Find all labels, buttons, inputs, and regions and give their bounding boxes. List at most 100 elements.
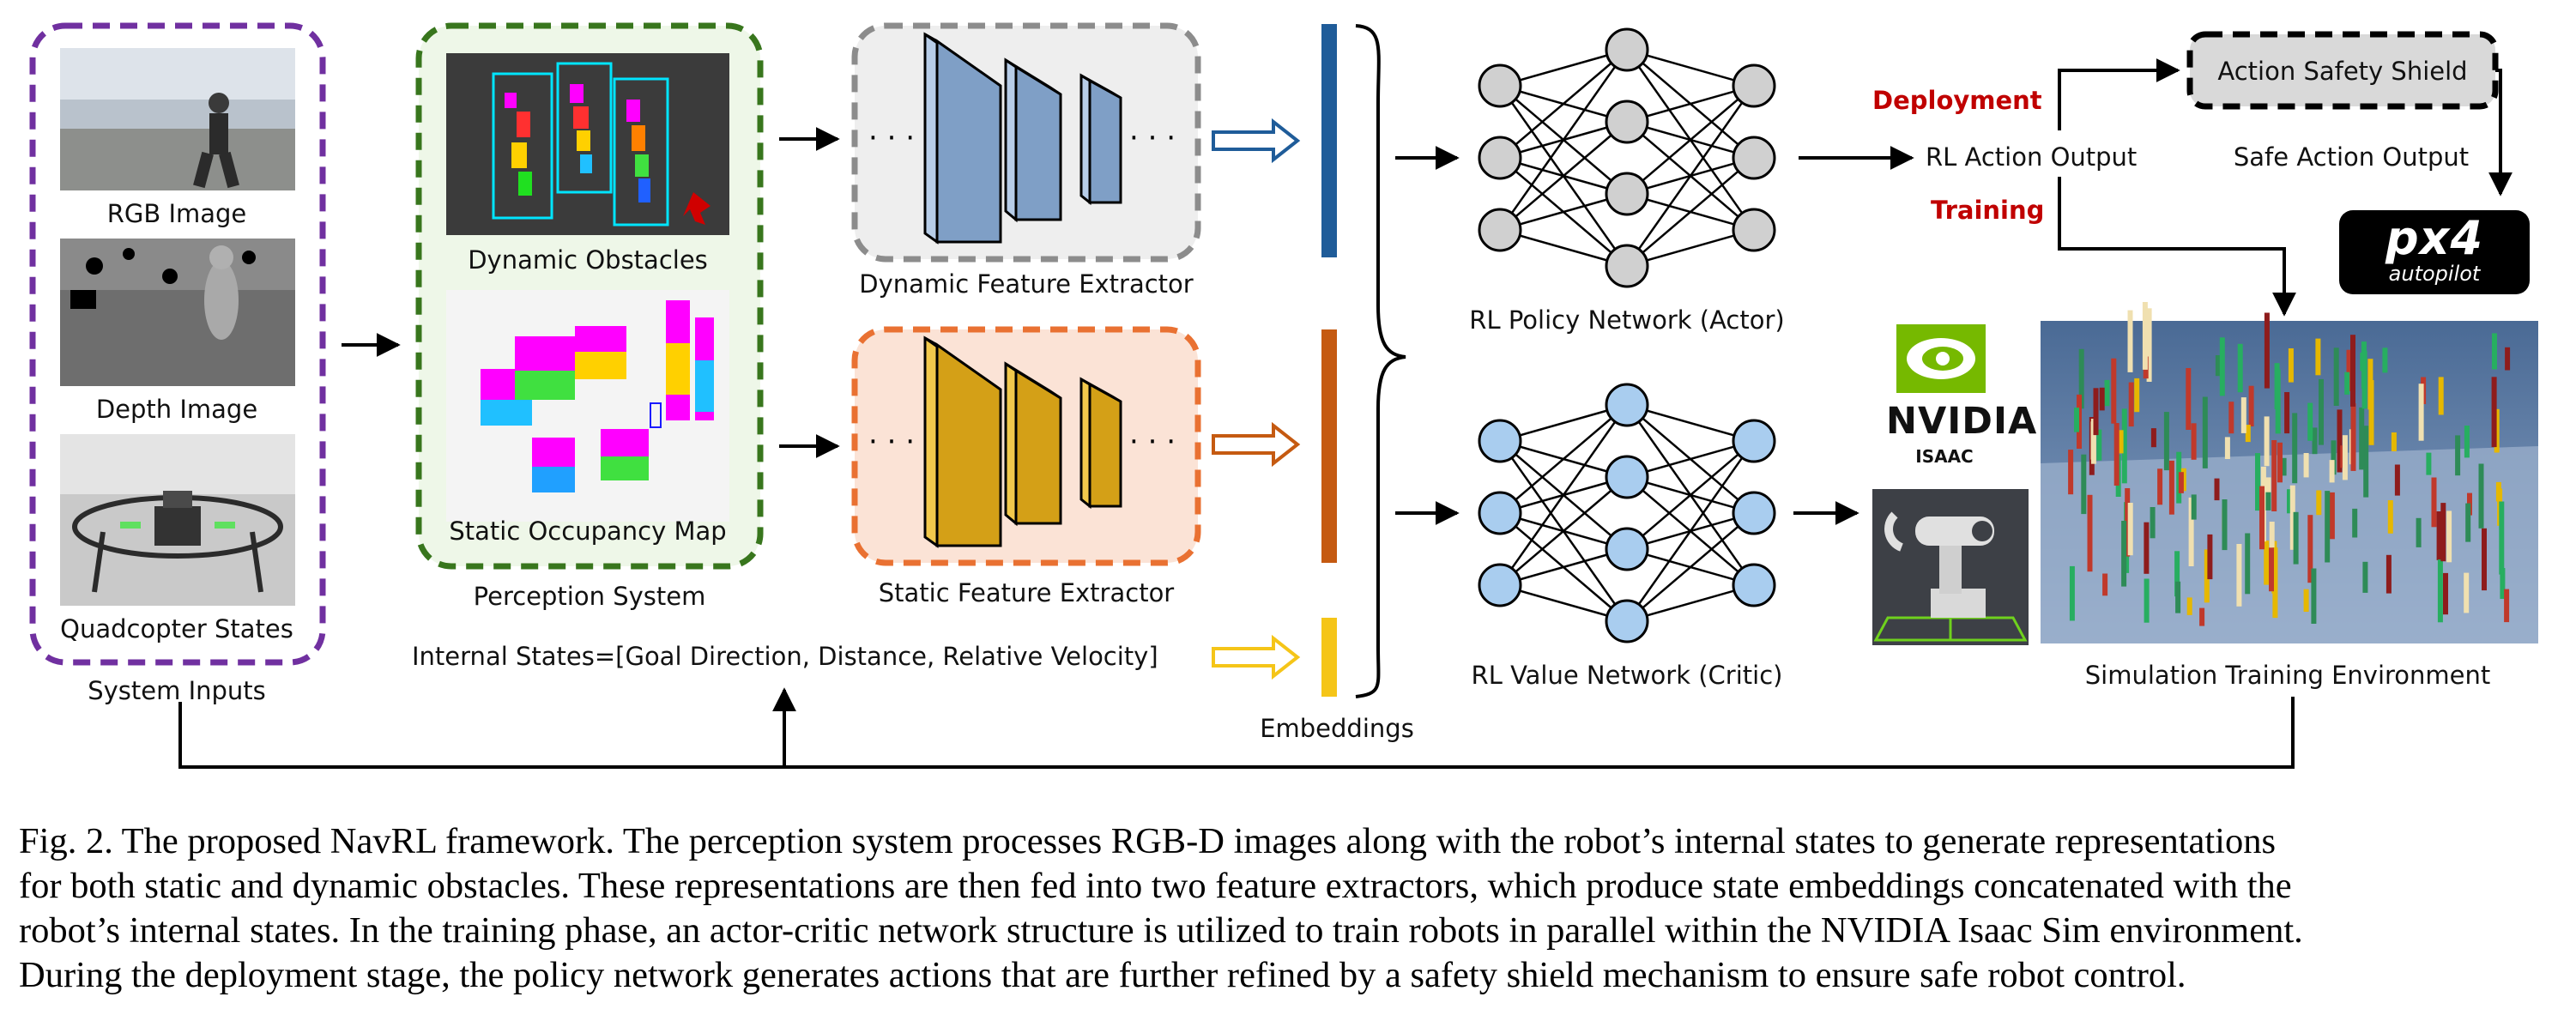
sim-obstacle-pillar [2142,302,2148,370]
nvidia-logo [1896,324,1986,393]
sim-obstacle-pillar [2168,460,2174,515]
sim-obstacle-pillar [2236,544,2242,607]
quadcopter-image [60,434,295,606]
sim-obstacle-pillar [2344,372,2350,395]
internal-states-label: Internal States=[Goal Direction, Distanc… [412,642,1158,671]
sim-obstacle-pillar [2368,380,2374,445]
sim-obstacle-pillar [2188,497,2194,566]
sim-obstacle-pillar [2102,573,2108,596]
actor-edge [1499,228,1628,268]
sim-obstacle-pillar [2331,440,2337,475]
sim-obstacle-pillar [2329,492,2335,540]
sim-obstacle-pillar [2191,423,2197,460]
system-inputs-box [29,22,326,666]
dynamic-feature-extractor-label: Dynamic Feature Extractor [859,269,1194,299]
sim-obstacle-pillar [2202,396,2208,468]
deployment-path [2058,58,2180,130]
system-inputs-label: System Inputs [88,676,266,705]
rgb-image [60,48,295,190]
critic-edge [1625,440,1756,622]
sim-obstacle-pillar [2303,453,2309,478]
sim-obstacle-pillar [2245,533,2251,595]
sim-obstacle-pillar [2382,347,2388,373]
sim-obstacle-pillar [2228,402,2234,434]
sim-obstacle-pillar [2288,348,2294,383]
critic-edge [1499,476,1628,586]
actor-edge [1499,192,1628,232]
sim-obstacle-pillar [2504,589,2510,623]
actor-edge [1626,157,1755,267]
sim-obstacle-pillar [2099,387,2105,411]
critic-node [1478,419,1522,463]
px4-logo-text: px4 [2385,211,2484,265]
critic-edge [1626,403,1755,443]
actor-node [1605,100,1649,144]
sim-obstacle-pillar [2224,437,2230,459]
sim-obstacle-pillar [2494,408,2500,453]
critic-node [1605,599,1649,643]
embeddings-brace [1355,24,1406,698]
critic-node [1732,419,1776,463]
sim-obstacle-pillar [2350,335,2355,407]
sim-obstacle-pillar [2248,385,2254,426]
training-label: Training [1931,196,2045,225]
sim-obstacle-pillar [2186,597,2192,615]
sim-obstacle-pillar [2264,312,2270,389]
dynamic-cnn-layers [923,32,1122,245]
sim-obstacle-pillar [2482,528,2487,591]
sim-obstacle-pillar [2491,377,2497,448]
sim-obstacle-pillar [2316,490,2322,516]
sim-obstacle-pillar [2219,337,2225,396]
sim-obstacle-pillar [2387,500,2393,534]
actor-edge [1626,228,1755,268]
sim-obstacle-pillar [2128,382,2134,427]
sim-obstacle-pillar [2436,511,2442,560]
critic-edge [1626,512,1755,622]
simulation-environment-label: Simulation Training Environment [2084,661,2491,690]
sim-obstacle-pillar [2240,397,2246,433]
embedding-bar-static [1321,329,1337,563]
quadcopter-states-label: Quadcopter States [60,614,293,643]
hollow-arrow-internal [1212,634,1301,680]
actor-edge [1626,48,1755,88]
sim-obstacle-pillar [2446,510,2452,563]
sim-obstacle-pillar [2465,503,2471,542]
critic-edge [1499,404,1628,514]
perception-system-label: Perception System [473,582,706,611]
sim-obstacle-pillar [2134,378,2140,413]
sim-obstacle-pillar [2264,541,2270,585]
sim-obstacle-pillar [2144,578,2150,623]
sim-obstacle-pillar [2174,551,2180,597]
actor-node [1732,136,1776,180]
actor-edge [1626,84,1755,124]
actor-node [1478,208,1522,252]
actor-network [1478,27,1776,288]
sim-obstacle-pillar [2292,413,2298,484]
sim-obstacle-pillar [2237,343,2243,393]
static-cnn-layers [923,335,1122,548]
sim-obstacle-pillar [2440,503,2446,562]
critic-network [1478,383,1776,643]
sim-obstacle-pillar [2245,425,2251,443]
safe-action-output-label: Safe Action Output [2233,142,2470,172]
sim-obstacle-pillar [2087,494,2093,572]
sim-obstacle-pillar [2329,460,2335,483]
sim-obstacle-pillar [2146,308,2152,382]
sim-obstacle-pillar [2157,468,2163,505]
sim-obstacle-pillar [2363,426,2369,498]
sim-obstacle-pillar [2093,388,2099,436]
actor-node [1605,27,1649,72]
sim-obstacle-pillar [2271,440,2277,511]
caption-line-1: Fig. 2. The proposed NavRL framework. Th… [19,821,2277,861]
sim-obstacle-pillar [2272,547,2278,619]
depth-image [60,239,295,386]
sim-obstacle-pillar [2346,349,2352,391]
caption-line-3: robot’s internal states. In the training… [19,910,2303,951]
critic-node [1478,491,1522,535]
sim-obstacle-pillar [2081,454,2087,515]
depth-image-label: Depth Image [95,395,258,424]
actor-edge [1499,49,1628,159]
actor-edge [1499,48,1628,88]
sim-obstacle-pillar [2118,430,2124,454]
sim-obstacle-pillar [2337,409,2343,473]
